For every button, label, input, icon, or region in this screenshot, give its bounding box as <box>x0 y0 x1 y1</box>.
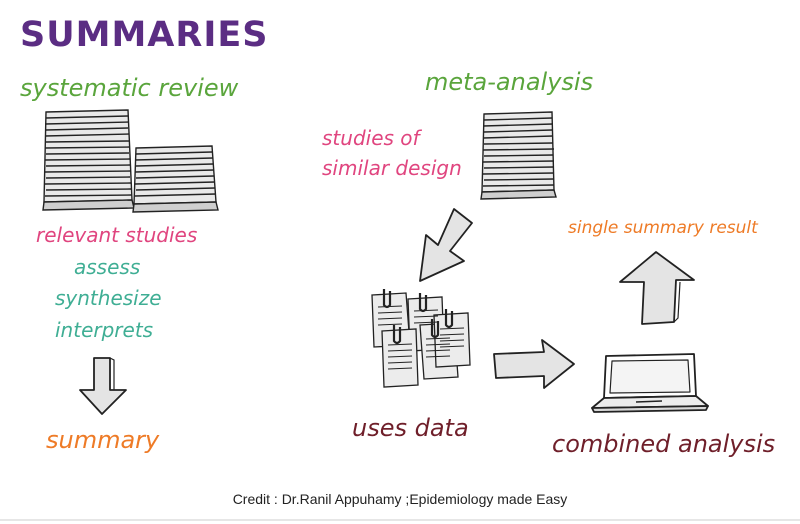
step-synthesize: synthesize <box>55 286 162 310</box>
paper-stack-icon <box>42 109 219 213</box>
documents-clip-icon <box>371 289 471 388</box>
single-summary-result: single summary result <box>568 218 758 238</box>
note-studies-of: studies of <box>322 126 420 150</box>
credit-line: Credit : Dr.Ranil Appuhamy ;Epidemiology… <box>232 491 568 507</box>
up-arrow-icon <box>619 251 695 325</box>
study-stack-icon <box>480 111 557 200</box>
note-similar-design: similar design <box>322 156 462 180</box>
uses-data-label: uses data <box>352 414 469 442</box>
step-interprets: interprets <box>55 318 154 342</box>
combined-analysis-label: combined analysis <box>552 430 776 458</box>
right-arrow-icon <box>493 339 575 389</box>
step-assess: assess <box>74 255 141 279</box>
step-relevant-studies: relevant studies <box>36 223 198 247</box>
diagonal-arrow-icon <box>419 208 473 282</box>
summary-result: summary <box>46 426 160 454</box>
laptop-icon <box>591 353 709 413</box>
systematic-review-heading: systematic review <box>20 74 239 102</box>
bottom-divider <box>0 519 800 521</box>
meta-analysis-heading: meta-analysis <box>425 68 594 96</box>
slide-title: SUMMARIES <box>20 15 269 55</box>
down-arrow-icon <box>79 357 127 415</box>
